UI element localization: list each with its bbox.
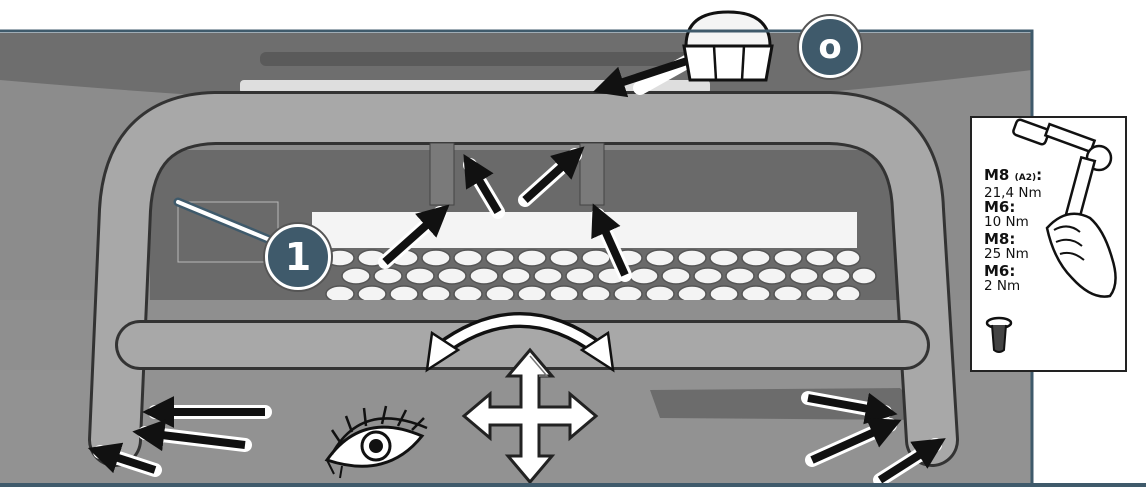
bottom-border	[0, 483, 1146, 487]
torque-row-4: M6: 2 Nm	[984, 262, 1021, 294]
bolt-size: M8	[984, 166, 1010, 184]
curved-double-arrow-icon	[425, 312, 615, 373]
torque-spec-panel: M8 (A2): 21,4 Nm M6: 10 Nm M8: 25 Nm M6:…	[970, 116, 1127, 372]
torque-row-3: M8: 25 Nm	[984, 230, 1029, 262]
torque-value: 25 Nm	[984, 246, 1029, 262]
bolt-grade: (A2)	[1014, 173, 1037, 183]
torque-row-2: M6: 10 Nm	[984, 198, 1029, 230]
cap-nut-icon	[682, 10, 774, 82]
step-callout-1: 1	[265, 224, 331, 290]
rivet-nut-icon	[985, 316, 1013, 353]
fastener-arrows	[87, 53, 946, 487]
cap-marker-label: o	[818, 27, 842, 67]
bolt-size: M6	[984, 262, 1010, 280]
torque-value: 2 Nm	[984, 278, 1021, 294]
torque-row-1: M8 (A2): 21,4 Nm	[984, 166, 1043, 201]
bumper-plate	[312, 212, 857, 248]
torque-value: 10 Nm	[984, 214, 1029, 230]
move-cross-arrows-icon	[461, 347, 599, 485]
eye-icon	[324, 405, 428, 479]
bolt-size: M6	[984, 198, 1010, 216]
bull-bar-tube	[88, 91, 959, 467]
honeycomb-mesh	[325, 249, 877, 303]
wrench-in-hand-icon	[985, 118, 1117, 353]
cap-marker-callout: o	[799, 16, 861, 78]
bolt-size: M8	[984, 230, 1010, 248]
step-number: 1	[284, 235, 312, 279]
torque-value: 21,4 Nm	[984, 185, 1042, 201]
